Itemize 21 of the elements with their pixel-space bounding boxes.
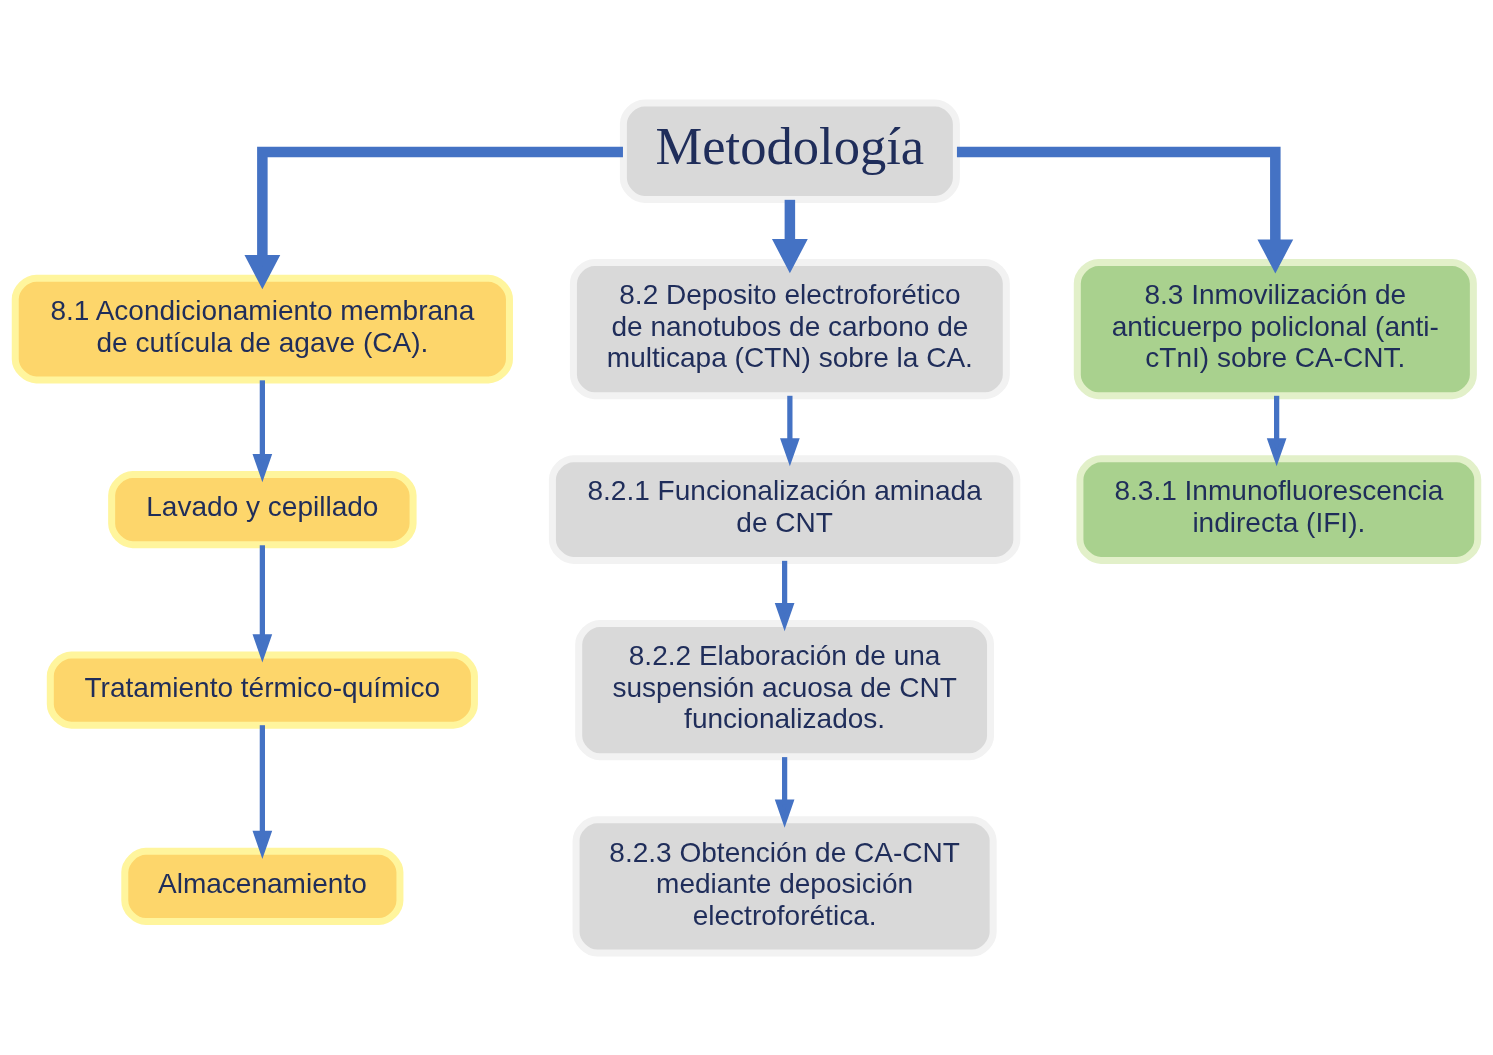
node-box: 8.3 Inmovilización de anticuerpo policlonal (anti-cTnI) sobre CA-CNT.: [1073, 258, 1477, 399]
arrow: [252, 544, 273, 662]
node-box: 8.2.3 Obtención de CA-CNT mediante deposición electroforética.: [572, 815, 997, 956]
node-box: 8.3.1 Inmunofluorescencia indirecta (IFI).: [1076, 454, 1482, 564]
node-box: 8.2.1 Funcionalización aminada de CNT: [548, 454, 1021, 564]
node-box: 8.2.2 Elaboración de una suspensión acuosa de CNT funcionalizados.: [575, 619, 995, 760]
arrow: [774, 756, 795, 828]
node-box: Metodología: [619, 99, 960, 203]
arrow: [956, 146, 1294, 273]
arrow: [252, 379, 273, 482]
node-box: Tratamiento térmico-químico: [46, 651, 478, 729]
arrow: [771, 199, 808, 273]
arrow: [244, 146, 623, 289]
node-box: 8.1 Acondicionamiento membrana de cutícula de agave (CA).: [11, 274, 513, 383]
arrow: [252, 724, 273, 859]
node-box: 8.2 Deposito electroforético de nanotubos de carbono de multicapa (CTN) sobre la CA.: [569, 258, 1010, 399]
arrow: [774, 560, 795, 631]
node-box: Lavado y cepillado: [108, 470, 417, 548]
node-box: Almacenamiento: [121, 847, 404, 925]
arrow: [780, 395, 800, 466]
arrow: [1266, 395, 1287, 466]
